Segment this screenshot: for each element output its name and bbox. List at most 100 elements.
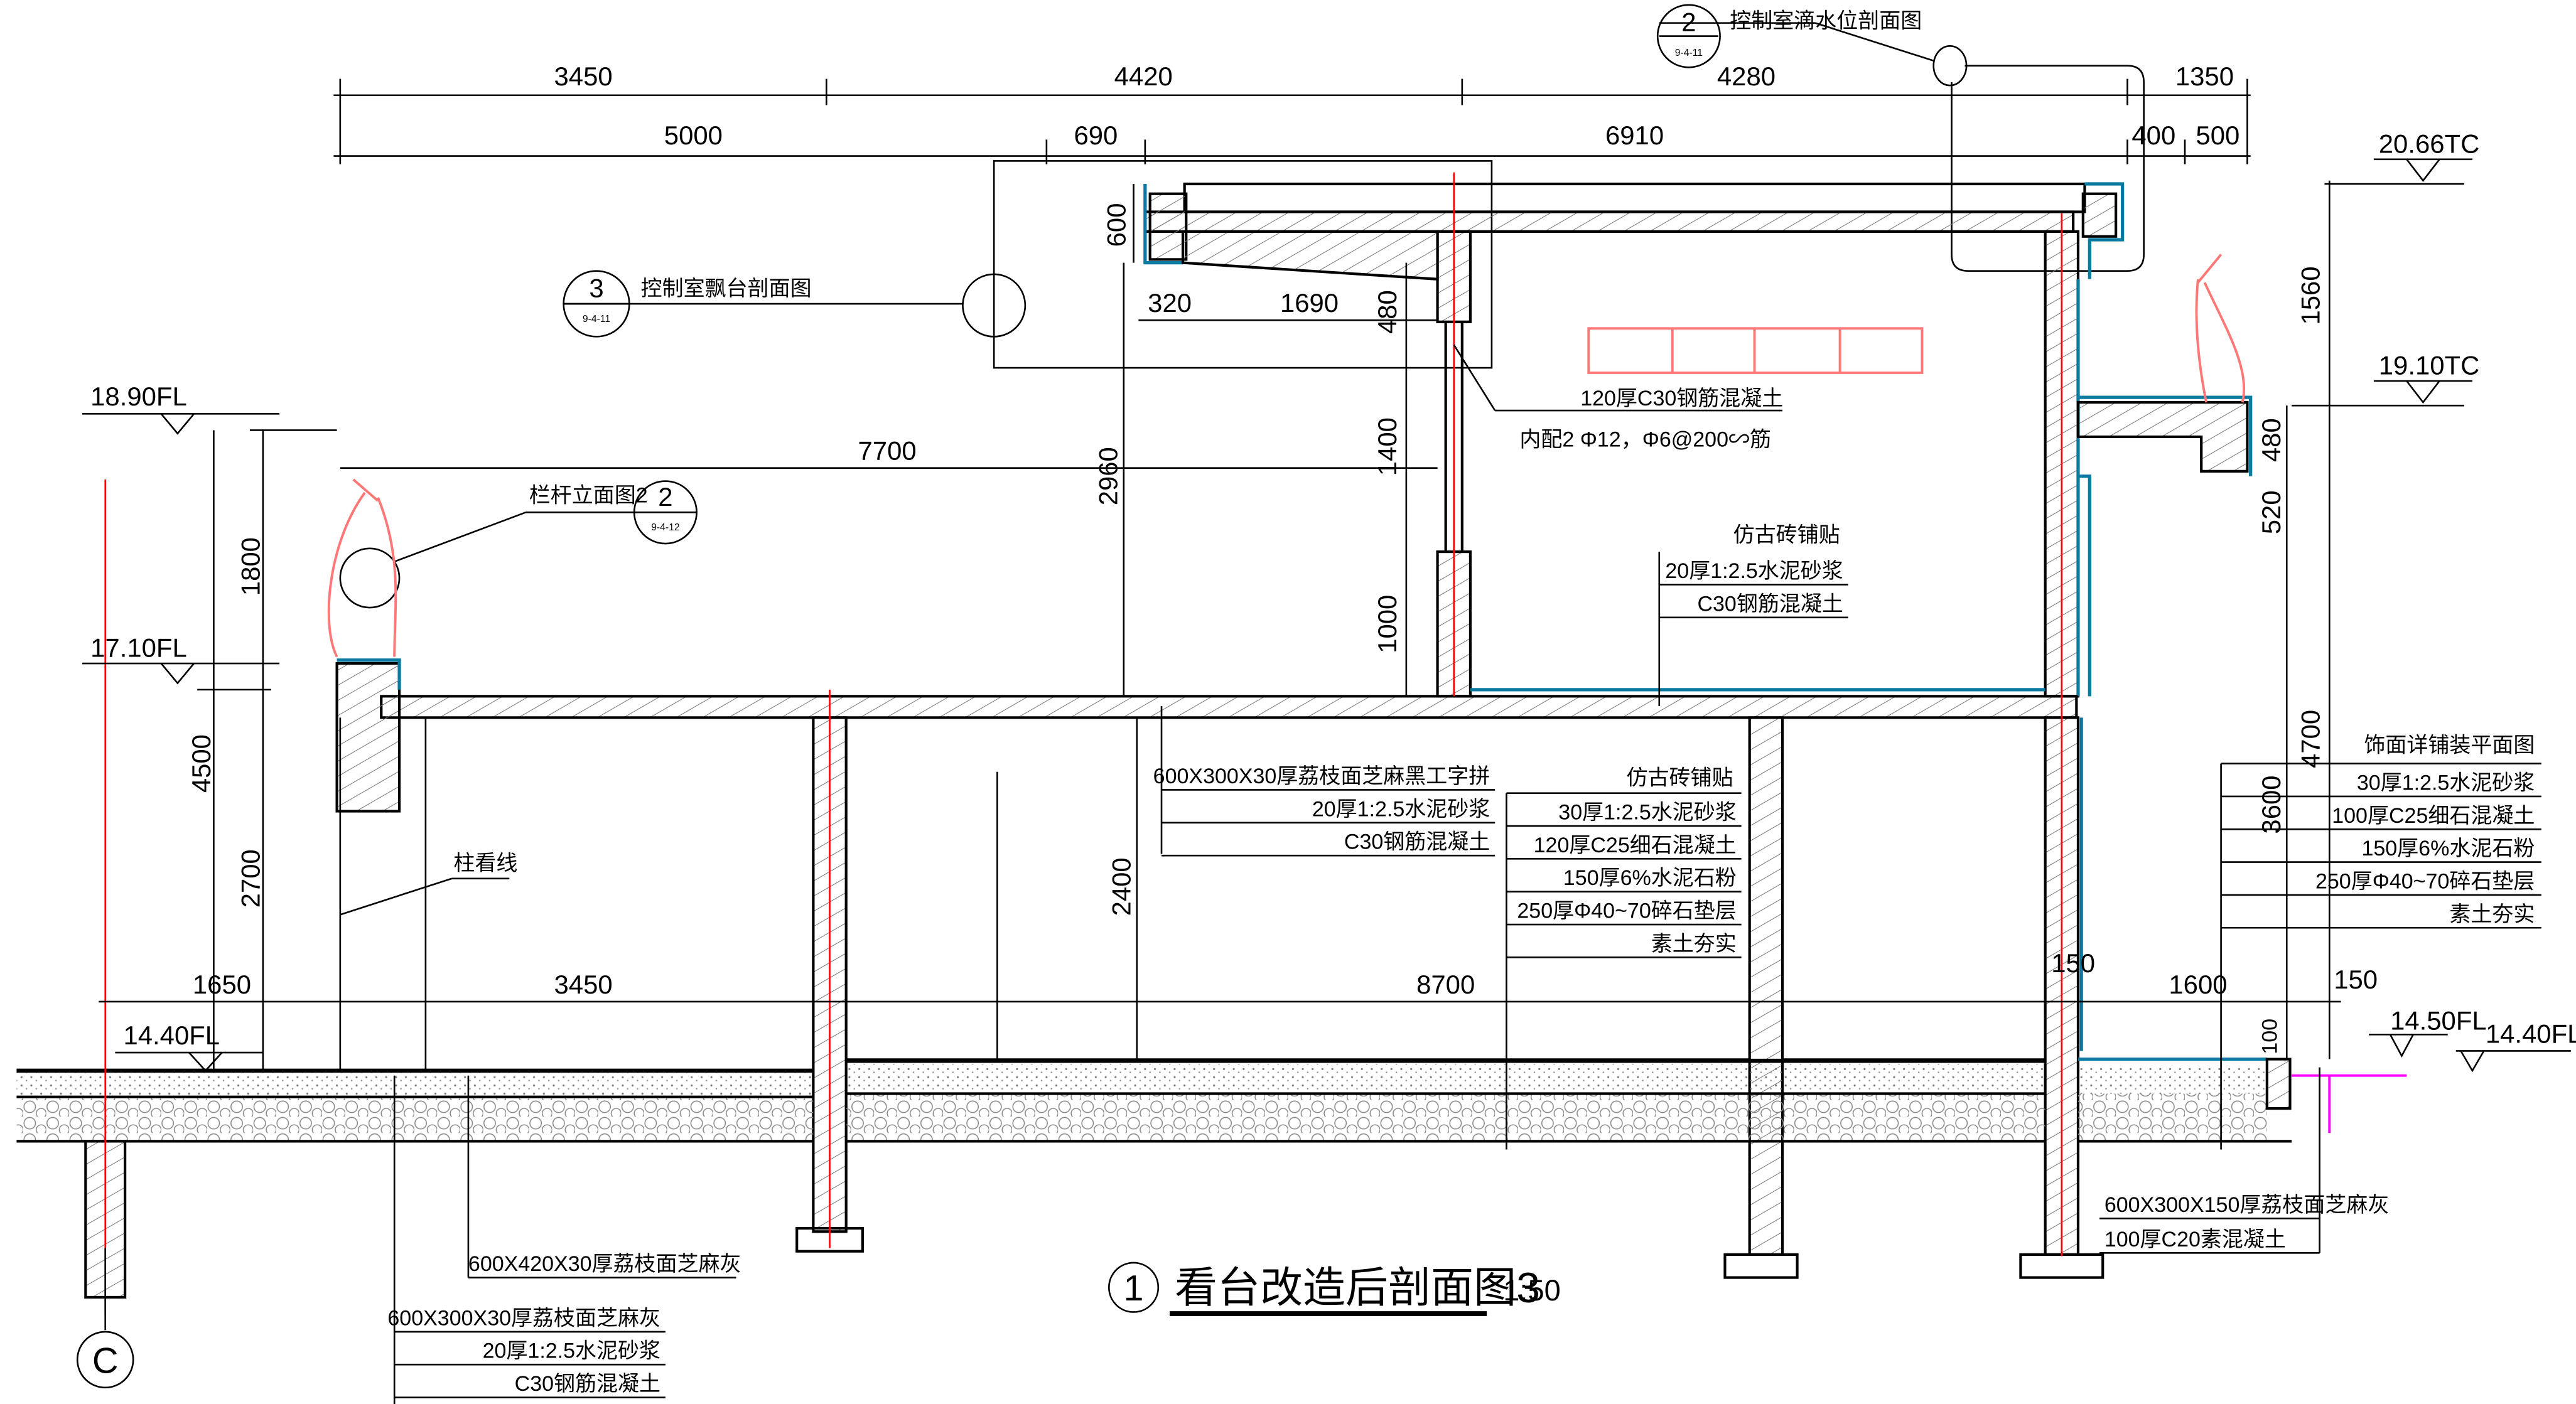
- callout-title: 控制室飘台剖面图: [641, 277, 812, 301]
- ground-floor-note: 仿古砖铺贴 30厚1:2.5水泥砂浆 120厚C25细石混凝土 150厚6%水泥…: [1506, 766, 1742, 1150]
- railing-left: [327, 478, 397, 658]
- note-layer: 250厚Φ40~70碎石垫层: [1517, 899, 1736, 923]
- dim-3450: 3450: [554, 62, 613, 91]
- stand-floor-note: 600X300X30厚荔枝面芝麻黑工字拼 20厚1:2.5水泥砂浆 C30钢筋混…: [1153, 706, 1495, 857]
- note-layer: 100厚C20素混凝土: [2104, 1228, 2286, 1251]
- axis-bubble: [76, 1331, 134, 1389]
- elev-14.40: 14.40FL: [123, 1021, 220, 1050]
- elev-14.40-right: 14.40FL: [2486, 1019, 2576, 1048]
- rebar-note: 内配2 Φ12，Φ6@200∽筋: [1519, 428, 1771, 452]
- dim-1400: 1400: [1372, 417, 1402, 476]
- dim-2400: 2400: [1106, 857, 1136, 916]
- note-layer: 150厚6%水泥石粉: [1563, 866, 1737, 890]
- dim-320: 320: [1148, 288, 1192, 318]
- dim-520: 520: [2256, 490, 2286, 534]
- dim-1650: 1650: [193, 970, 251, 999]
- note-layer: 120厚C25细石混凝土: [1534, 833, 1737, 857]
- note-layer: 150厚6%水泥石粉: [2361, 837, 2535, 860]
- axis-label: C: [92, 1341, 119, 1381]
- dim-690: 690: [1074, 121, 1118, 150]
- note-layer: 30厚1:2.5水泥砂浆: [2357, 771, 2535, 795]
- middle-dims: 2400 8700 150 1600 150 100 14.50FL 14.40…: [996, 717, 2576, 1073]
- dim-1690: 1690: [1280, 288, 1339, 318]
- interior-ground: [846, 1057, 2292, 1143]
- dim-150: 150: [2051, 948, 2095, 978]
- callout-sheet: 9-4-11: [1675, 48, 1703, 58]
- note-layer: 250厚Φ40~70碎石垫层: [2315, 869, 2535, 893]
- note-title: 仿古砖铺贴: [1627, 766, 1733, 790]
- edge-paving-note: 600X300X150厚荔枝面芝麻灰 100厚C20素混凝土: [2099, 1067, 2390, 1254]
- elev-19.10: 19.10TC: [2379, 351, 2480, 380]
- dim-400: 400: [2131, 121, 2175, 150]
- dim-150-right: 150: [2334, 965, 2378, 994]
- note-layer: 600X300X30厚荔枝面芝麻灰: [387, 1306, 660, 1330]
- callout-title: 控制室滴水位剖面图: [1730, 9, 1922, 33]
- callout-number: 3: [589, 274, 603, 303]
- left-elevations: 18.90FL 17.10FL 14.40FL 1800 4500 2700 1…: [82, 382, 2341, 1072]
- title-scale: 1:50: [1503, 1273, 1561, 1307]
- dim-8700: 8700: [1416, 970, 1475, 999]
- right-dims: 20.66TC 19.10TC 1560 480 520 4700 3600: [2256, 129, 2480, 1059]
- note-text: 600X420X30厚荔枝面芝麻灰: [468, 1252, 741, 1276]
- note-text: 柱看线: [453, 852, 517, 876]
- dim-1350: 1350: [2175, 62, 2234, 91]
- callout-sheet: 9-4-12: [651, 522, 679, 533]
- note-layer: C30钢筋混凝土: [515, 1372, 660, 1396]
- dim-2700: 2700: [236, 849, 266, 908]
- callout-railing[interactable]: 2 9-4-12 栏杆立面图2: [339, 480, 698, 609]
- room-floor-note: 仿古砖铺贴 20厚1:2.5水泥砂浆 C30钢筋混凝土: [1658, 523, 1848, 707]
- note-title: 仿古砖铺贴: [1733, 523, 1840, 547]
- drawing-title: 1 看台改造后剖面图3 1:50: [1108, 1262, 1561, 1317]
- callout-title: 栏杆立面图2: [529, 484, 648, 508]
- note-layer: 30厚1:2.5水泥砂浆: [1558, 801, 1736, 825]
- elev-20.66: 20.66TC: [2379, 129, 2480, 158]
- callout-number: 2: [1681, 8, 1696, 37]
- title-number: 1: [1124, 1268, 1144, 1309]
- dim-4420: 4420: [1114, 62, 1173, 91]
- dim-6910: 6910: [1605, 121, 1664, 150]
- elev-18.90: 18.90FL: [90, 382, 187, 411]
- callout-number: 2: [658, 482, 672, 512]
- note-layer: 素土夯实: [1651, 932, 1737, 956]
- dim-3450-ground: 3450: [554, 970, 613, 999]
- note-layer: 100厚C25细石混凝土: [2332, 804, 2535, 828]
- dim-4500: 4500: [186, 734, 216, 793]
- elev-14.50: 14.50FL: [2390, 1005, 2487, 1035]
- dim-3600: 3600: [2256, 775, 2286, 833]
- dim-1560: 1560: [2296, 266, 2325, 324]
- callout-control-room-bay[interactable]: 3 9-4-11 控制室飘台剖面图: [563, 160, 1493, 369]
- dimension-top: 3450 4420 4280 1350 5000 690 6910 400 50…: [333, 62, 2251, 164]
- dim-7700: 7700: [858, 436, 917, 466]
- callout-drip[interactable]: 2 9-4-11 控制室滴水位剖面图: [1656, 4, 2145, 272]
- dim-1000: 1000: [1372, 595, 1402, 653]
- note-title: 饰面详铺装平面图: [2364, 733, 2535, 757]
- note-layer: 20厚1:2.5水泥砂浆: [1665, 559, 1843, 583]
- note-layer: 600X300X30厚荔枝面芝麻黑工字拼: [1153, 764, 1490, 788]
- note-layer: 20厚1:2.5水泥砂浆: [483, 1339, 660, 1363]
- dim-2960: 2960: [1093, 447, 1123, 505]
- slab-note: 120厚C30钢筋混凝土: [1580, 387, 1783, 410]
- dim-4280: 4280: [1717, 62, 1776, 91]
- elev-17.10: 17.10FL: [90, 633, 187, 663]
- callout-sheet: 9-4-11: [583, 314, 610, 324]
- dim-5000: 5000: [664, 121, 723, 150]
- note-layer: 20厚1:2.5水泥砂浆: [1312, 797, 1490, 821]
- structure: [16, 182, 2407, 1299]
- dim-4700: 4700: [2296, 710, 2325, 768]
- paving-note: 饰面详铺装平面图 30厚1:2.5水泥砂浆 100厚C25细石混凝土 150厚6…: [2220, 733, 2541, 1150]
- control-room-dims: 600 320 1690 480 1400 1000 2960 7700 120…: [340, 184, 1783, 697]
- note-layer: C30钢筋混凝土: [1344, 830, 1490, 854]
- dim-480: 480: [1372, 290, 1402, 334]
- column-line-note: 柱看线: [339, 717, 517, 1071]
- title-text: 看台改造后剖面图3: [1175, 1264, 1540, 1312]
- note-layer: 600X300X150厚荔枝面芝麻灰: [2104, 1193, 2390, 1217]
- window: [1587, 327, 1924, 374]
- dim-1600: 1600: [2169, 970, 2227, 999]
- dim-500: 500: [2196, 121, 2239, 150]
- dim-480-right: 480: [2256, 418, 2286, 462]
- dim-1800: 1800: [236, 537, 266, 596]
- note-layer: C30钢筋混凝土: [1697, 592, 1843, 616]
- dim-600: 600: [1101, 203, 1131, 247]
- railing-right: [2195, 254, 2246, 403]
- note-layer: 素土夯实: [2449, 903, 2535, 926]
